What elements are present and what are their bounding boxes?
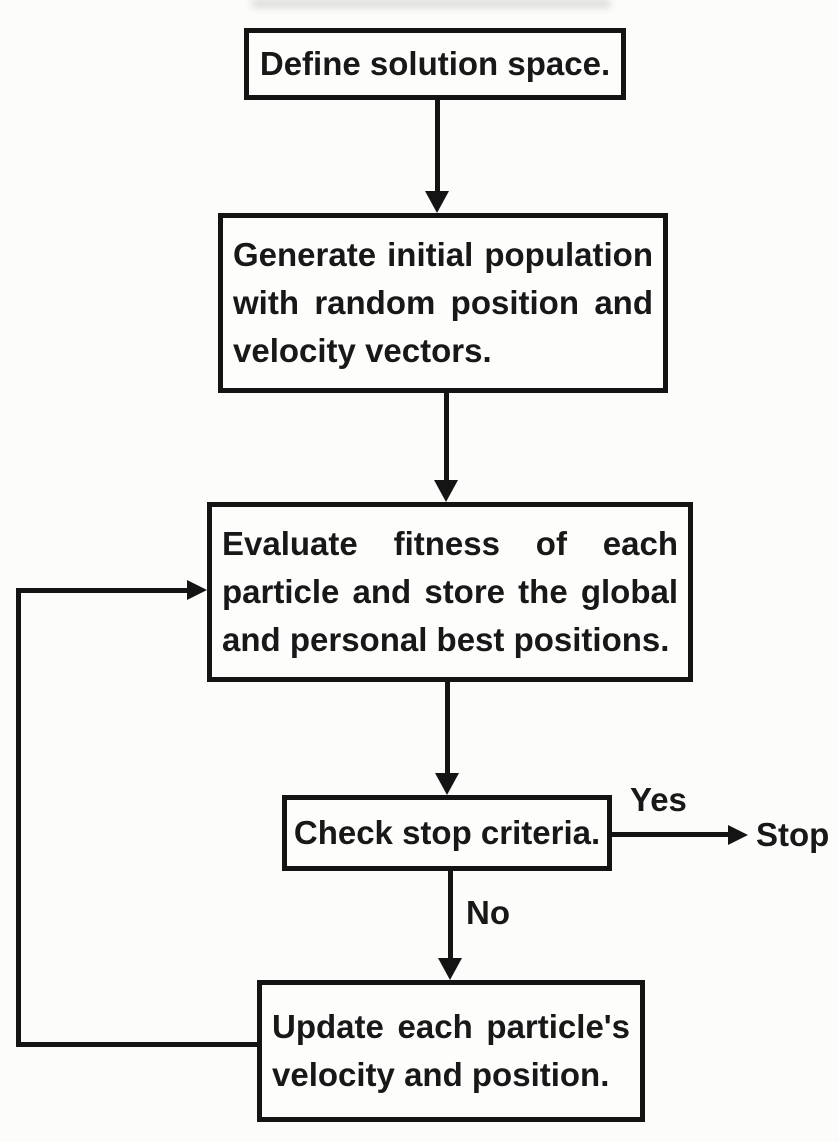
- no-label: No: [466, 894, 510, 931]
- edge-define-to-generate-line: [435, 100, 440, 191]
- edge-generate-to-evaluate-arrowhead-icon: [434, 480, 458, 502]
- node-text: Update each particle's: [272, 1008, 630, 1045]
- loop-top-line: [16, 588, 189, 593]
- edge-evaluate-to-check-arrowhead-icon: [435, 773, 459, 795]
- node-text: Generate initial population: [233, 236, 653, 273]
- edge-generate-to-evaluate-line: [444, 393, 449, 480]
- edge-check-to-stop-arrowhead-icon: [728, 825, 748, 845]
- node-check-stop-criteria: Check stop criteria.: [282, 795, 612, 871]
- loop-vertical-line: [16, 588, 21, 1047]
- yes-label: Yes: [630, 781, 687, 818]
- node-text: with random position and: [233, 284, 653, 321]
- edge-check-to-stop-line: [612, 832, 730, 837]
- node-text: Define solution space.: [259, 45, 611, 82]
- edge-check-to-update-line: [448, 871, 453, 958]
- loop-arrowhead-icon: [187, 580, 207, 600]
- edge-check-to-update-arrowhead-icon: [438, 958, 462, 980]
- stop-label: Stop: [756, 816, 830, 853]
- node-text: Evaluate fitness of each: [222, 525, 678, 562]
- edge-evaluate-to-check-line: [445, 682, 450, 773]
- node-define-solution-space: Define solution space.: [244, 28, 626, 100]
- loop-bottom-line: [16, 1042, 257, 1047]
- node-text: velocity and position.: [272, 1056, 610, 1093]
- node-evaluate-fitness: Evaluate fitness of each particle and st…: [207, 502, 693, 682]
- node-generate-initial-population: Generate initial population with random …: [218, 213, 668, 393]
- node-text: particle and store the global: [222, 573, 678, 610]
- edge-define-to-generate-arrowhead-icon: [425, 191, 449, 213]
- node-text: Check stop criteria.: [293, 814, 601, 851]
- node-text: velocity vectors.: [233, 332, 492, 369]
- node-text: and personal best positions.: [222, 621, 670, 658]
- top-crop-artifact: [252, 0, 610, 7]
- node-update-particles: Update each particle's velocity and posi…: [257, 980, 645, 1122]
